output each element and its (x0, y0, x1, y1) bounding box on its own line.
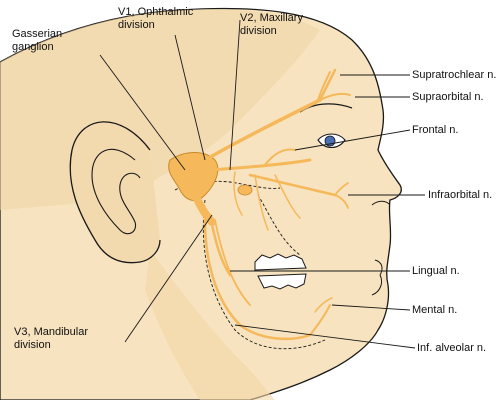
lips (371, 259, 383, 296)
upper-teeth (254, 253, 307, 271)
infraorbital-fan-1 (334, 182, 349, 196)
infraorbital-branch (248, 173, 337, 197)
v2-branch (208, 158, 312, 172)
lower-teeth (257, 273, 307, 290)
label-frontal: Frontal n. (412, 124, 459, 136)
maxillary-small-3 (274, 174, 301, 219)
inf-alveolar-branch (203, 218, 312, 341)
supraorbital-branch (319, 92, 351, 101)
jaw-shading (145, 250, 275, 400)
leader-frontal (294, 129, 411, 151)
label-lingual: Lingual n. (412, 265, 460, 277)
maxillary-small-1 (233, 171, 243, 216)
maxillary-small-2 (254, 174, 269, 231)
v1-branch (203, 98, 322, 162)
label-inf-alveolar: Inf. alveolar n. (417, 342, 487, 354)
nerve-bundle (168, 68, 351, 341)
label-v1: V1, Ophthalmic division (118, 6, 194, 31)
leader-lines (99, 19, 425, 349)
leader-v1 (174, 34, 206, 161)
label-v2: V2, Maxillary division (240, 12, 303, 37)
leader-v3 (124, 214, 213, 343)
label-supratrochlear: Supratrochlear n. (412, 69, 497, 81)
pterygopalatine-ganglion (237, 184, 253, 196)
label-v3: V3, Mandibular division (14, 326, 88, 351)
leader-gasserian (99, 54, 186, 171)
label-supraorbital: Supraorbital n. (412, 91, 484, 103)
lingual-branch (208, 213, 232, 277)
supratrochlear-branch-2 (317, 71, 331, 101)
leader-inf-alveolar (234, 324, 416, 349)
supratrochlear-branch (318, 68, 337, 102)
label-gasserian-ganglion: Gasserian ganglion (12, 28, 63, 53)
label-mental: Mental n. (412, 304, 458, 316)
nose-nostril (371, 200, 391, 206)
ear-inner (91, 148, 141, 235)
ear (69, 121, 161, 264)
label-infraorbital: Infraorbital n. (428, 189, 493, 201)
mandible-outline (202, 199, 326, 350)
leader-v2 (229, 19, 241, 171)
frontal-branch (264, 148, 296, 166)
maxilla-outline (257, 194, 301, 256)
mental-branch (309, 304, 331, 336)
mandibular-branch-2 (214, 219, 251, 306)
mental-branch-2 (314, 297, 333, 313)
infraorbital-fan-2 (334, 194, 349, 209)
leader-mental (331, 304, 411, 311)
